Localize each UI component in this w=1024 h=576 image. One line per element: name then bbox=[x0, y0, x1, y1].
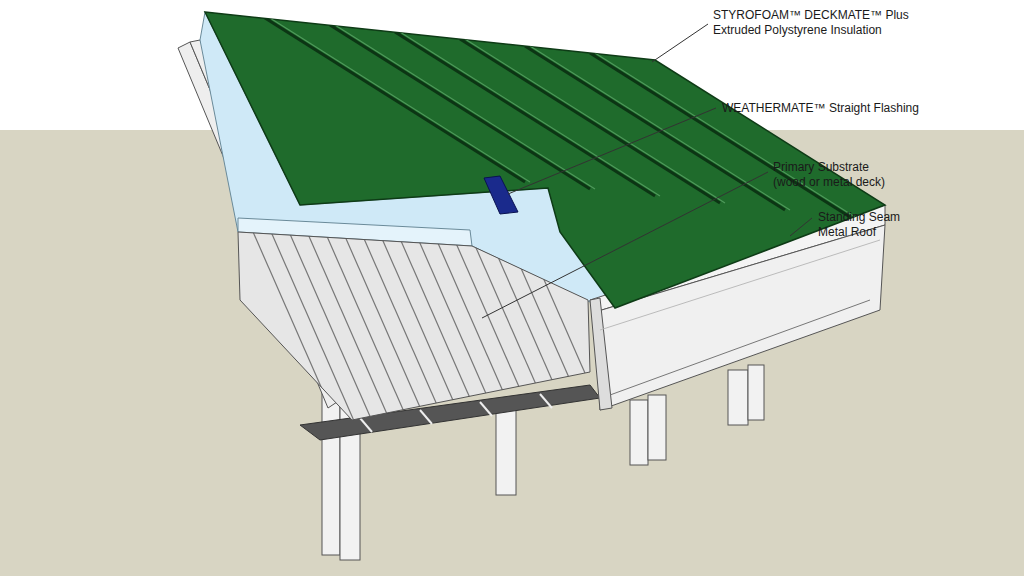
callout-label: STYROFOAM™ DECKMATE™ Plus Extruded Polys… bbox=[713, 8, 913, 38]
metal-deck bbox=[230, 225, 610, 430]
callout-label: Primary Substrate (wood or metal deck) bbox=[773, 160, 901, 190]
leader-lines bbox=[482, 24, 812, 318]
roof-highlights bbox=[270, 18, 855, 217]
callout-label: WEATHERMATE™ Straight Flashing bbox=[722, 101, 922, 116]
flashing-strip bbox=[484, 176, 518, 214]
roof-seams bbox=[265, 18, 850, 217]
deck-outline bbox=[238, 232, 590, 420]
callout-label: Standing Seam Metal Roof bbox=[818, 210, 908, 240]
